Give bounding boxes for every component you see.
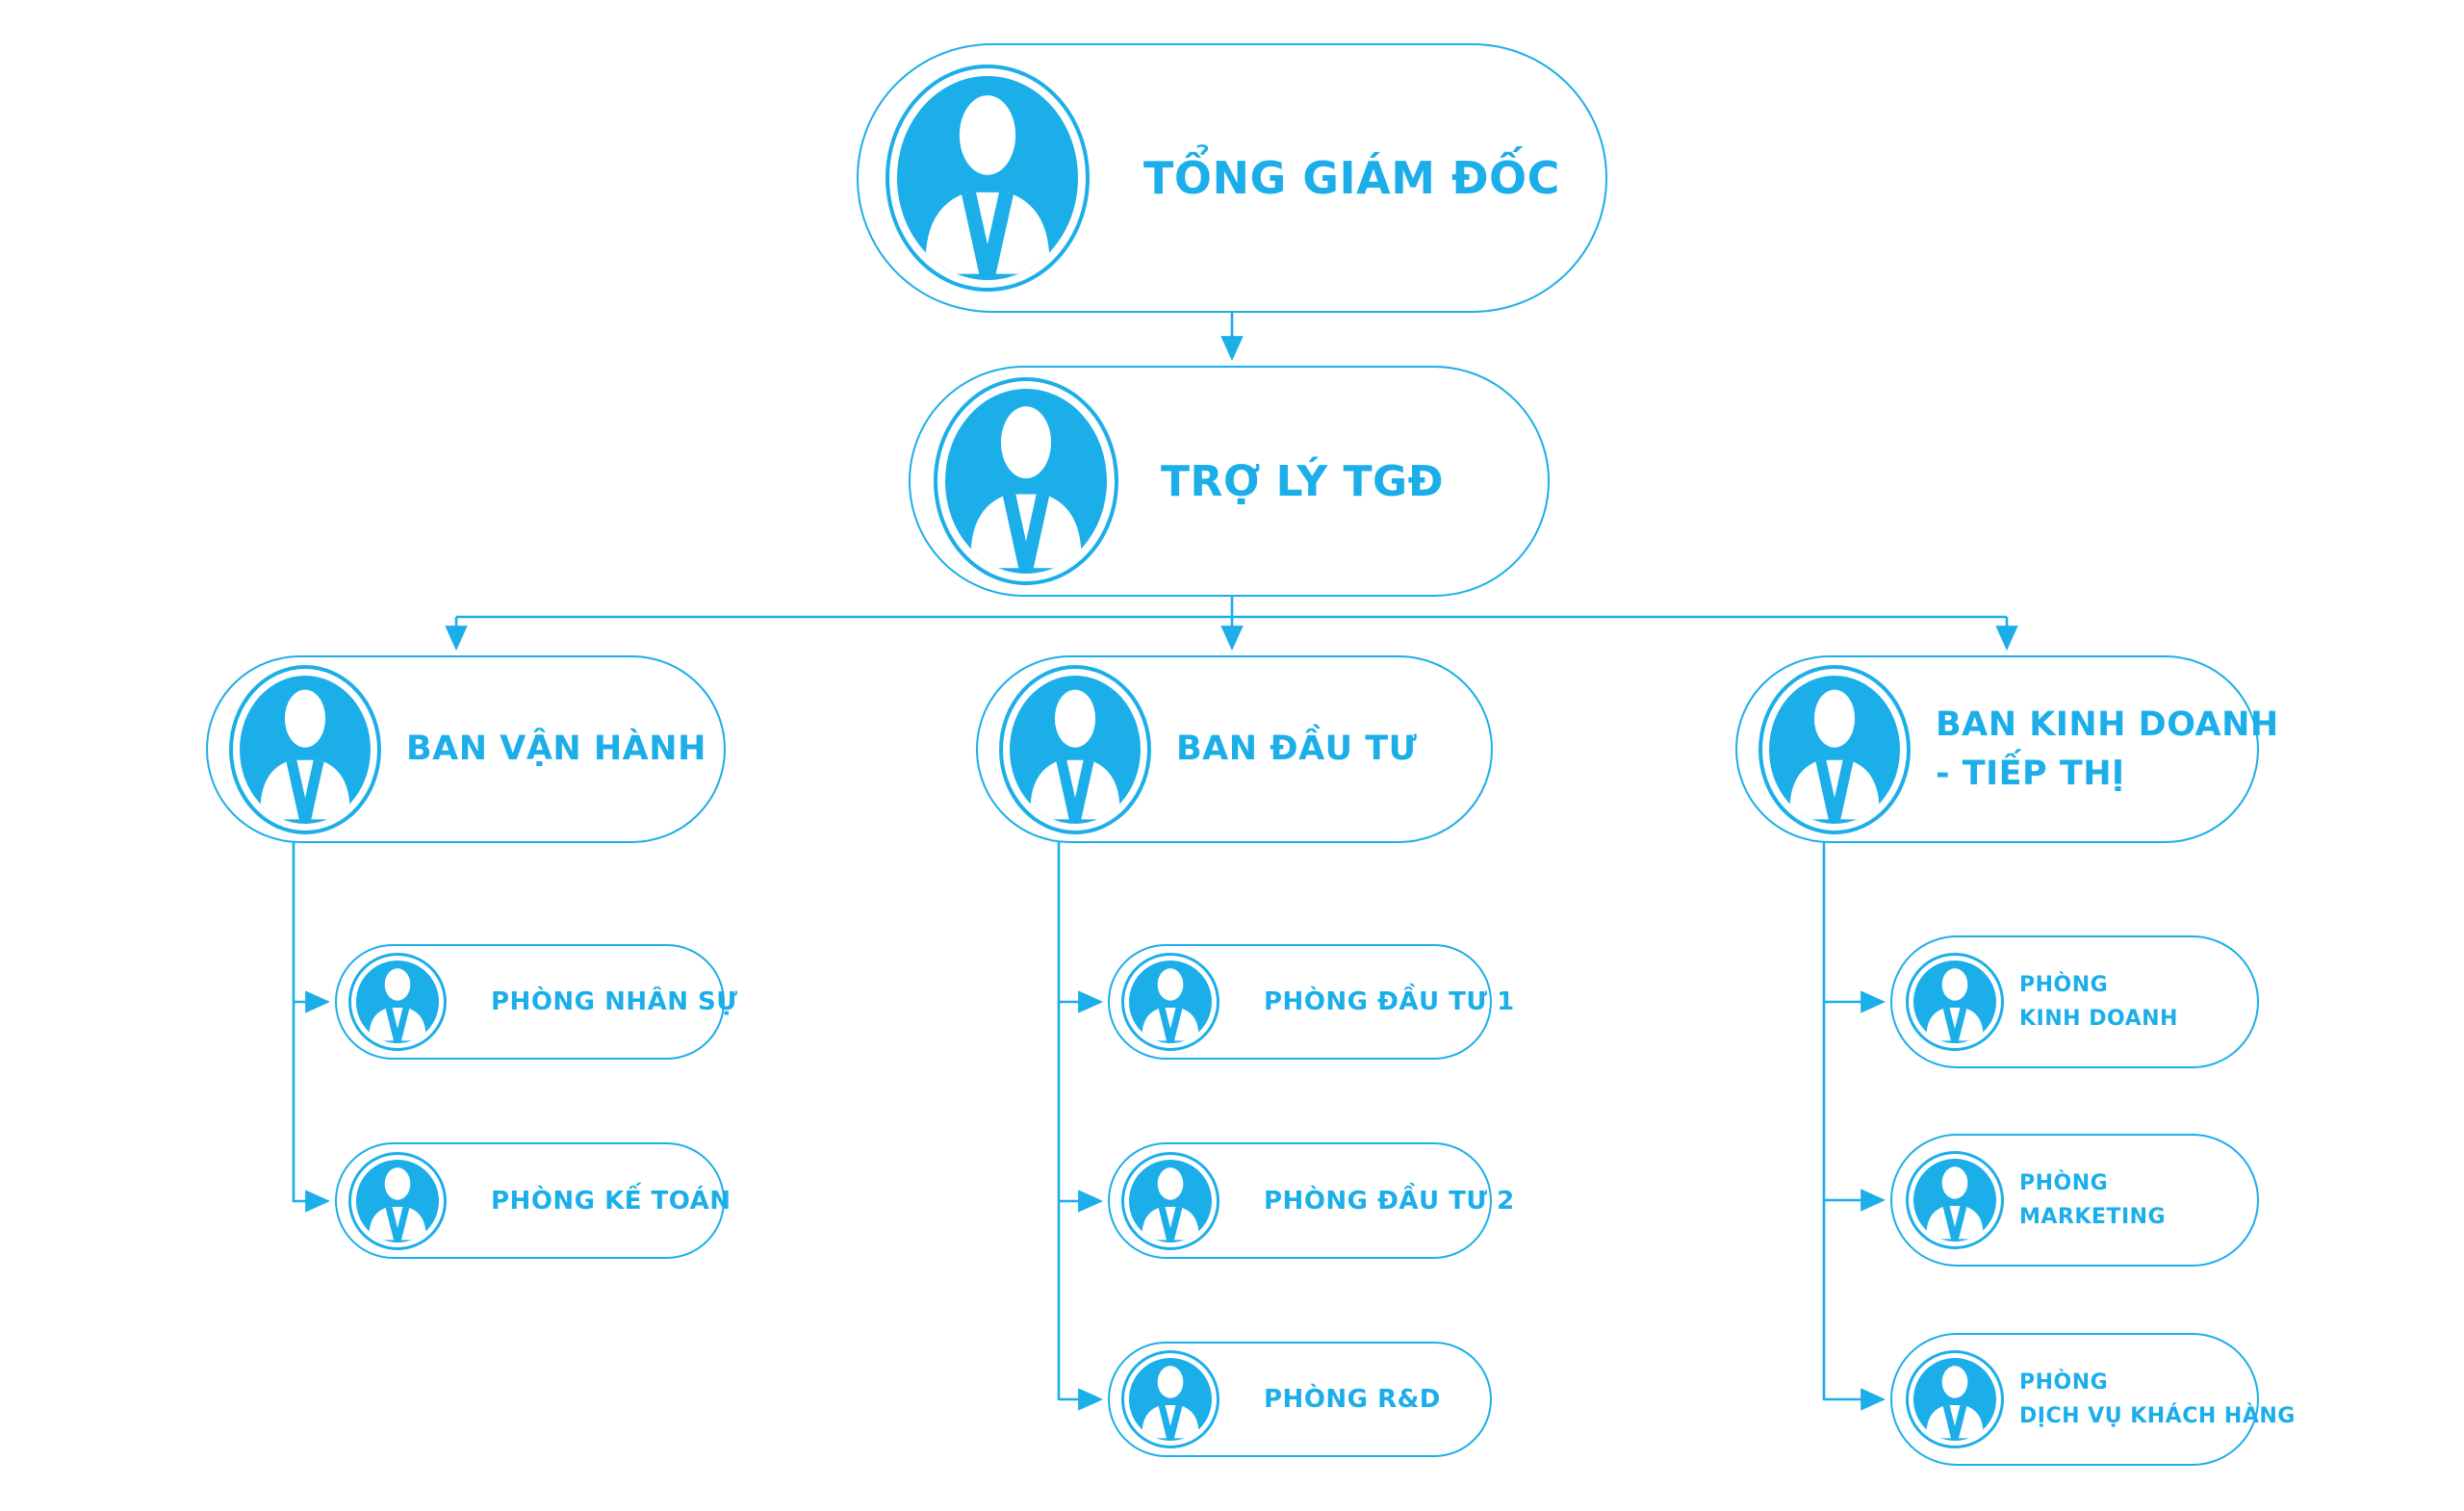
- avatar-ring: [348, 953, 447, 1051]
- org-node-phong-r-d: PHÒNG R&D: [1108, 1342, 1492, 1457]
- avatar: [1129, 1159, 1212, 1242]
- node-label-line: DỊCH VỤ KHÁCH HÀNG: [2019, 1404, 2296, 1428]
- person-icon: [970, 406, 1082, 574]
- avatar-ring: [934, 377, 1118, 585]
- org-node-label: PHÒNG KINH DOANH: [2019, 968, 2178, 1036]
- avatar-ring: [999, 664, 1151, 834]
- node-label-line: PHÒNG: [2019, 972, 2109, 997]
- person-icon: [369, 1166, 426, 1242]
- node-label-line: PHÒNG ĐẦU TƯ 1: [1264, 987, 1515, 1016]
- avatar-ring: [1121, 1151, 1219, 1250]
- person-icon: [369, 968, 426, 1043]
- avatar: [240, 675, 371, 824]
- avatar-ring: [886, 64, 1090, 292]
- org-node-tong-giam-doc: TỔNG GIÁM ĐỐC: [857, 43, 1607, 313]
- avatar: [1129, 960, 1212, 1043]
- org-node-phong-kinh-doanh: PHÒNG KINH DOANH: [1890, 935, 2259, 1068]
- node-label-line: TRỢ LÝ TGĐ: [1161, 456, 1445, 506]
- node-label-line: - TIẾP THỊ: [1936, 754, 2125, 793]
- org-node-phong-dau-tu-2: PHÒNG ĐẦU TƯ 2: [1108, 1142, 1514, 1259]
- person-icon: [1926, 1366, 1984, 1441]
- avatar: [1010, 675, 1141, 824]
- org-node-ban-dau-tu: BAN ĐẦU TƯ: [976, 655, 1493, 843]
- person-icon: [1142, 1166, 1199, 1242]
- org-node-tro-ly-tgd: TRỢ LÝ TGĐ: [909, 366, 1550, 597]
- person-icon: [1142, 1366, 1199, 1441]
- node-label-line: PHÒNG ĐẦU TƯ 2: [1264, 1186, 1515, 1216]
- org-node-label: BAN VẬN HÀNH: [406, 725, 706, 774]
- avatar-ring: [1121, 1350, 1219, 1448]
- org-node-label: PHÒNG KẾ TOÁN: [491, 1187, 732, 1216]
- node-label-line: PHÒNG NHÂN SỰ: [491, 987, 738, 1016]
- node-label-line: MARKETING: [2019, 1205, 2167, 1229]
- avatar: [1913, 960, 1996, 1043]
- org-node-label: BAN KINH DOANH - TIẾP THỊ: [1936, 701, 2279, 799]
- org-node-phong-marketing: PHÒNG MARKETING: [1890, 1134, 2259, 1267]
- person-icon: [926, 95, 1049, 280]
- person-icon: [1926, 968, 1984, 1043]
- org-node-label: TRỢ LÝ TGĐ: [1161, 457, 1444, 506]
- org-node-ban-kinh-doanh-tiep-thi: BAN KINH DOANH - TIẾP THỊ: [1735, 655, 2278, 843]
- org-node-phong-nhan-su: PHÒNG NHÂN SỰ: [335, 944, 737, 1060]
- node-label-line: BAN VẬN HÀNH: [406, 730, 706, 769]
- avatar: [945, 389, 1107, 574]
- org-node-phong-dich-vu-khach-hang: PHÒNG DỊCH VỤ KHÁCH HÀNG: [1890, 1333, 2295, 1466]
- avatar-ring: [1906, 1350, 2004, 1448]
- person-icon: [1030, 689, 1120, 824]
- org-node-label: PHÒNG ĐẦU TƯ 1: [1264, 987, 1515, 1016]
- avatar-ring: [1758, 664, 1911, 834]
- avatar-ring: [1906, 1151, 2004, 1249]
- org-node-label: BAN ĐẦU TƯ: [1176, 725, 1417, 774]
- org-node-ban-van-hanh: BAN VẬN HÀNH: [206, 655, 726, 843]
- node-label-line: BAN KINH DOANH: [1936, 704, 2279, 744]
- org-node-phong-ke-toan: PHÒNG KẾ TOÁN: [335, 1142, 731, 1259]
- person-icon: [1926, 1166, 1984, 1242]
- node-label-line: KINH DOANH: [2019, 1007, 2178, 1031]
- node-label-line: PHÒNG: [2019, 1370, 2109, 1395]
- person-icon: [1789, 689, 1880, 824]
- node-label-line: PHÒNG R&D: [1264, 1385, 1441, 1414]
- org-node-label: TỔNG GIÁM ĐỐC: [1143, 152, 1560, 204]
- avatar: [1129, 1358, 1212, 1441]
- org-node-label: PHÒNG NHÂN SỰ: [491, 987, 737, 1016]
- org-node-phong-dau-tu-1: PHÒNG ĐẦU TƯ 1: [1108, 944, 1514, 1060]
- org-node-label: PHÒNG R&D: [1264, 1385, 1441, 1414]
- node-label-line: PHÒNG KẾ TOÁN: [491, 1186, 732, 1216]
- org-node-label: PHÒNG DỊCH VỤ KHÁCH HÀNG: [2019, 1366, 2296, 1433]
- avatar-ring: [229, 664, 381, 834]
- avatar: [1913, 1159, 1996, 1242]
- avatar-ring: [1906, 953, 2004, 1051]
- avatar: [897, 76, 1078, 280]
- avatar-ring: [348, 1151, 447, 1250]
- node-label-line: BAN ĐẦU TƯ: [1176, 730, 1418, 769]
- node-label-line: PHÒNG: [2019, 1170, 2109, 1195]
- person-icon: [260, 689, 350, 824]
- person-icon: [1142, 968, 1199, 1043]
- avatar-ring: [1121, 953, 1219, 1051]
- avatar: [356, 1159, 439, 1242]
- org-node-label: PHÒNG ĐẦU TƯ 2: [1264, 1187, 1515, 1216]
- avatar: [1769, 675, 1900, 824]
- avatar: [1913, 1358, 1996, 1441]
- org-node-label: PHÒNG MARKETING: [2019, 1166, 2166, 1234]
- avatar: [356, 960, 439, 1043]
- node-label-line: TỔNG GIÁM ĐỐC: [1143, 152, 1560, 204]
